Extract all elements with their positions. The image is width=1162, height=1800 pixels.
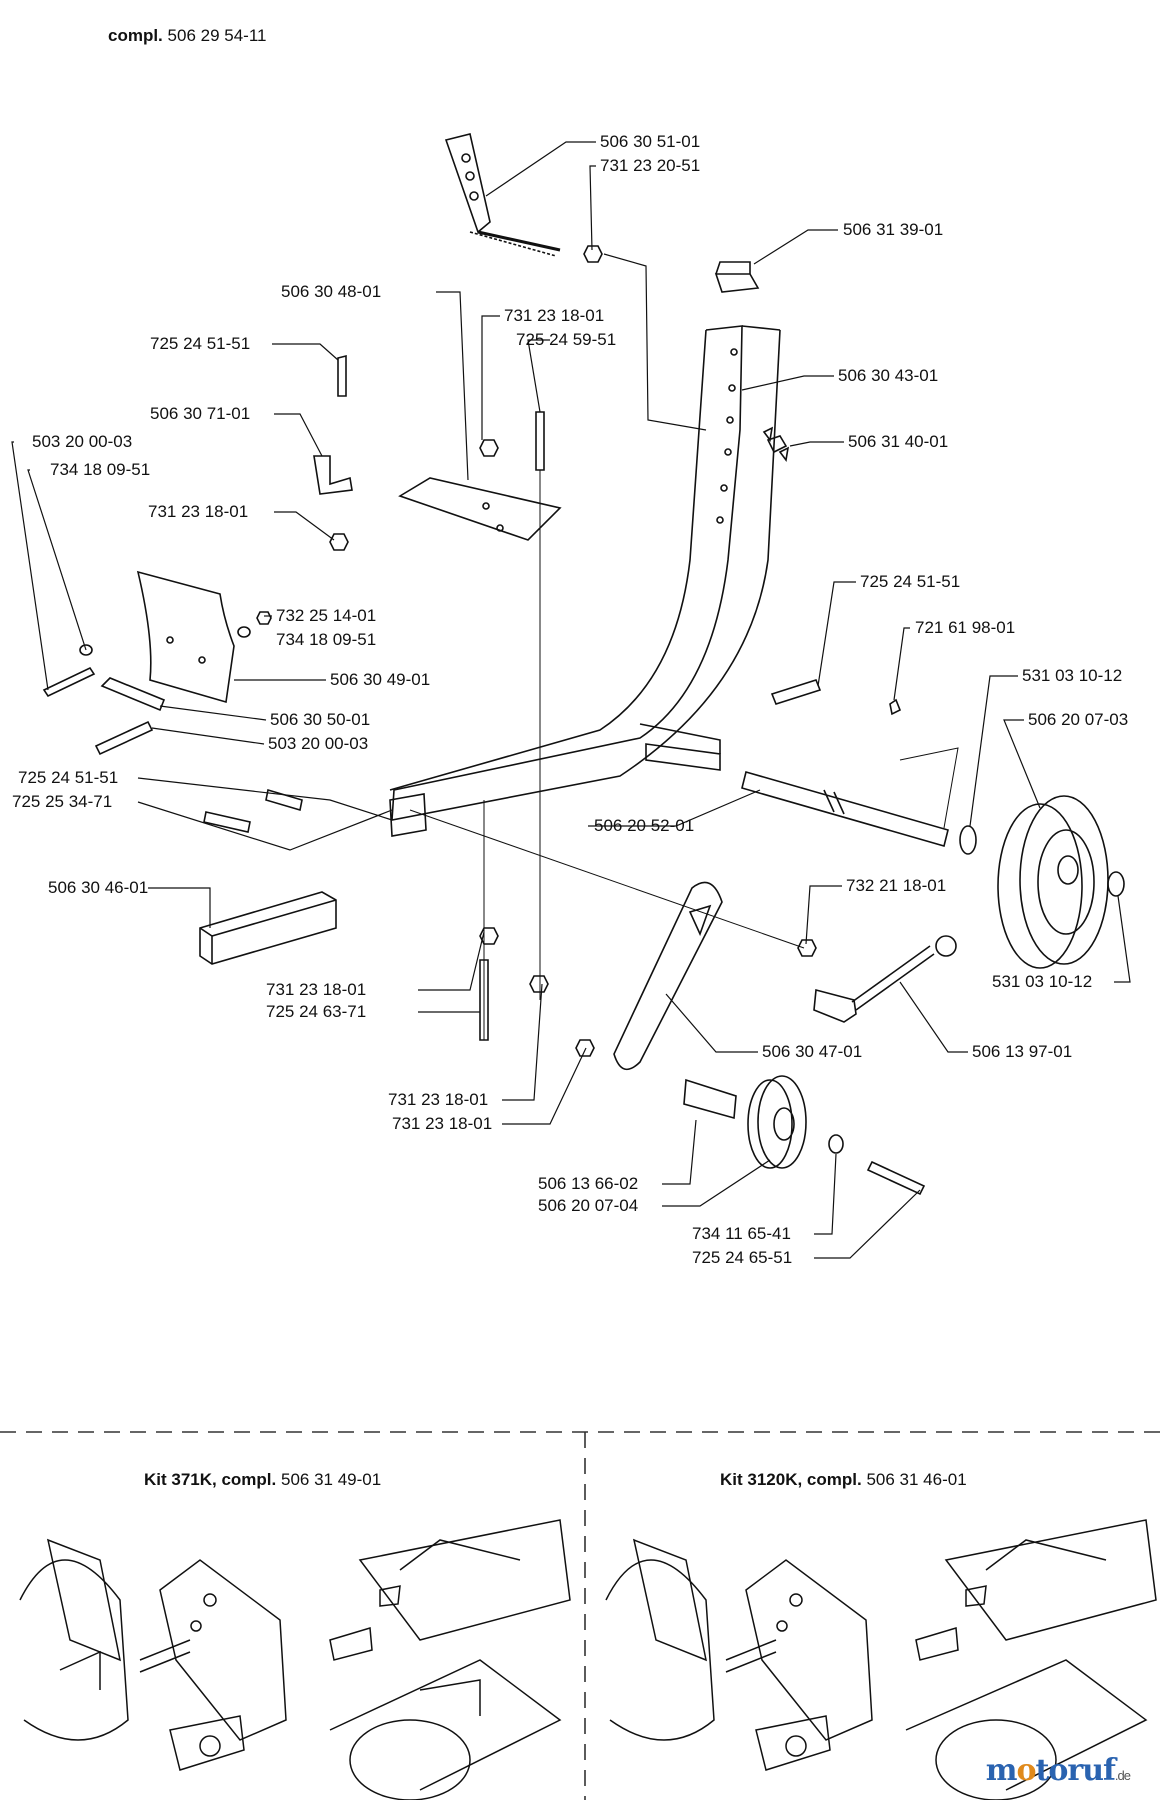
bolt-725-24-65-51: [866, 1160, 926, 1196]
part-label: 731 23 20-51: [600, 156, 701, 175]
nut-d: [529, 975, 549, 993]
part-label: 731 23 18-01: [504, 306, 605, 325]
part-label: 531 03 10-12: [992, 972, 1093, 991]
bolt-725-25-34-71: [203, 811, 251, 833]
wheel-506-20-07-04: [747, 1075, 807, 1169]
adjuster-arm: [444, 133, 491, 234]
kit-371k-title-prefix: Kit 371K, compl.: [144, 1470, 277, 1489]
nut-g: [256, 611, 272, 625]
part-label: 506 20 07-04: [538, 1196, 639, 1215]
part-label: 732 21 18-01: [846, 876, 947, 895]
part-label: 731 23 18-01: [392, 1114, 493, 1133]
angle-bracket: [313, 455, 353, 495]
wedge-block-506-30-46-01: [199, 891, 337, 965]
kit-3120k-number: 506 31 46-01: [866, 1470, 967, 1489]
part-label: 506 30 71-01: [150, 404, 251, 423]
kit-371k-number: 506 31 49-01: [281, 1470, 382, 1489]
part-label: 725 24 51-51: [150, 334, 251, 353]
part-label: 503 20 00-03: [268, 734, 369, 753]
main-frame-tube: [391, 325, 781, 821]
kit-371k-illustration: [19, 1519, 571, 1800]
assembly-title: compl. 506 29 54-11: [108, 26, 266, 46]
assembly-number: 506 29 54-11: [167, 26, 267, 45]
nut-c: [479, 927, 499, 945]
cross-bar: [645, 743, 721, 771]
bolt-725-24-63-71: [479, 959, 489, 1041]
bolt-725-24-51-51-c: [770, 679, 822, 705]
watermark-logo: motoruf.de: [985, 1753, 1131, 1788]
part-label: 725 24 51-51: [18, 768, 119, 787]
part-label: 506 20 07-03: [1028, 710, 1129, 729]
part-label: 506 13 97-01: [972, 1042, 1073, 1061]
nut-e: [575, 1039, 595, 1057]
part-label: 506 31 40-01: [848, 432, 949, 451]
part-label: 506 30 51-01: [600, 132, 701, 151]
kit-3120k-illustration: [605, 1519, 1157, 1800]
part-label: 506 13 66-02: [538, 1174, 639, 1193]
axle-506-20-52-01: [741, 771, 949, 847]
bolt-503-20-00-03-a: [42, 666, 96, 698]
washer-734-18-09-51: [237, 626, 251, 638]
spacer-506-13-66-02: [683, 1078, 737, 1120]
part-label: 731 23 18-01: [266, 980, 367, 999]
part-label: 725 24 59-51: [516, 330, 617, 349]
washer-531-03-10-12-a: [959, 825, 977, 855]
watermark-o: o: [1016, 1753, 1037, 1788]
nut-731-23-20-51: [583, 245, 603, 263]
mount-plate-506-30-48-01: [398, 477, 562, 541]
bolt-725-24-51-51-a: [337, 354, 347, 397]
assembly-title-prefix: compl.: [108, 26, 163, 45]
part-label: 732 25 14-01: [276, 606, 377, 625]
part-label: 725 24 51-51: [860, 572, 961, 591]
wheel-506-20-07-03: [997, 795, 1109, 969]
washer-734-11-65-41: [828, 1134, 844, 1154]
part-label: 503 20 00-03: [32, 432, 133, 451]
bolt-725-24-59-51: [535, 411, 545, 471]
bolt-503-20-00-03-b: [94, 720, 154, 756]
part-label: 731 23 18-01: [388, 1090, 489, 1109]
depth-plate: [136, 570, 235, 704]
nut-b: [329, 533, 349, 551]
watermark-rest: toruf: [1035, 1753, 1116, 1788]
knob-506-13-97-01: [813, 988, 857, 1023]
kit-371k-title: Kit 371K, compl. 506 31 49-01: [144, 1470, 381, 1490]
kit-3120k-title-prefix: Kit 3120K, compl.: [720, 1470, 862, 1489]
watermark-suffix: .de: [1114, 1768, 1131, 1783]
part-label: 734 11 65-41: [692, 1224, 791, 1243]
part-label: 734 18 09-51: [276, 630, 377, 649]
nut-a: [479, 439, 499, 457]
washer-734-18-09-51-b: [79, 644, 93, 656]
small-bracket: [100, 677, 166, 712]
part-label: 506 30 43-01: [838, 366, 939, 385]
tube-end: [389, 793, 427, 837]
watermark-m: m: [985, 1753, 1018, 1788]
tube-cap: [714, 273, 760, 293]
part-label: 531 03 10-12: [1022, 666, 1123, 685]
nut-f: [797, 939, 817, 957]
part-label: 506 30 50-01: [270, 710, 371, 729]
part-label: 506 31 39-01: [843, 220, 944, 239]
cotter-pin: [889, 698, 902, 716]
part-label: 721 61 98-01: [915, 618, 1016, 637]
part-label: 734 18 09-51: [50, 460, 151, 479]
wing-nut: [762, 426, 790, 462]
bolt-725-24-51-51-b: [265, 788, 303, 812]
part-label: 725 24 63-71: [266, 1002, 367, 1021]
washer-531-03-10-12-b: [1107, 871, 1125, 897]
part-label: 506 20 52-01: [594, 816, 695, 835]
leg-arm-506-30-47-01: [613, 881, 723, 1071]
part-label: 731 23 18-01: [148, 502, 249, 521]
part-label: 506 30 46-01: [48, 878, 149, 897]
part-label: 725 25 34-71: [12, 792, 113, 811]
part-label: 506 30 49-01: [330, 670, 431, 689]
part-label: 506 30 48-01: [281, 282, 382, 301]
part-label: 725 24 65-51: [692, 1248, 793, 1267]
kit-3120k-title: Kit 3120K, compl. 506 31 46-01: [720, 1470, 967, 1490]
part-label: 506 30 47-01: [762, 1042, 863, 1061]
